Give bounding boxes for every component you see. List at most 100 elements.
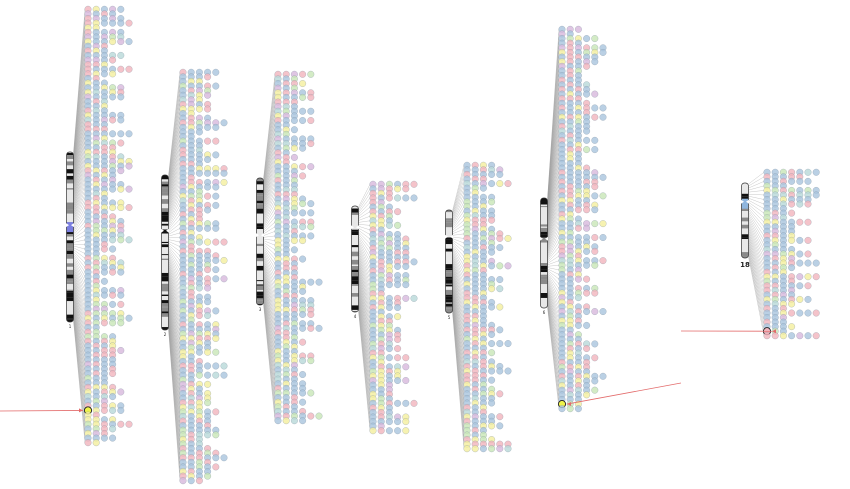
- annotation-dot: [307, 278, 315, 286]
- annotation-dot: [488, 303, 496, 311]
- connector-line: [168, 305, 181, 417]
- annotation-dot: [117, 185, 125, 193]
- annotation-dot: [290, 126, 298, 134]
- connector-line: [73, 270, 86, 314]
- annotation-dot: [788, 200, 796, 208]
- annotation-dot: [788, 264, 796, 272]
- annotation-dot: [591, 247, 599, 255]
- connector-line: [547, 298, 560, 377]
- annotation-dot: [204, 156, 212, 163]
- annotation-dot: [290, 209, 298, 217]
- annotation-dot: [591, 340, 599, 348]
- connector-line: [263, 231, 276, 236]
- connector-line: [168, 86, 181, 182]
- connector-line: [263, 290, 276, 384]
- highlight-arrows: [0, 329, 776, 413]
- connector-line: [73, 147, 86, 207]
- annotation-dot: [204, 183, 212, 191]
- annotation-dot: [488, 422, 496, 430]
- connector-line: [73, 281, 86, 342]
- annotation-dot: [299, 357, 307, 365]
- connector-line: [547, 112, 560, 223]
- annotation-dot: [583, 206, 591, 214]
- annotation-dot: [117, 420, 125, 428]
- annotation-dot: [125, 204, 133, 211]
- annotation-dot: [471, 445, 479, 453]
- annotation-dot: [496, 390, 504, 398]
- annotation-dot: [504, 262, 512, 270]
- annotation-dot: [591, 261, 599, 269]
- connector-line: [452, 246, 465, 266]
- connector-line: [358, 311, 371, 431]
- connector-line: [452, 240, 465, 248]
- connector-line: [358, 229, 371, 240]
- annotation-dot: [290, 246, 298, 254]
- annotation-dot: [290, 154, 298, 161]
- annotation-dot: [109, 70, 117, 78]
- annotation-dot: [307, 140, 315, 148]
- connector-line: [263, 198, 276, 225]
- connector-line: [263, 129, 276, 199]
- connector-line: [168, 118, 181, 194]
- annotation-dot: [402, 185, 410, 193]
- connector-line: [168, 241, 181, 247]
- annotation-dot: [402, 418, 410, 426]
- annotation-dot: [299, 255, 307, 263]
- annotation-dot: [488, 445, 496, 453]
- connector-line: [73, 287, 86, 356]
- connector-line: [263, 134, 276, 201]
- annotation-dot: [488, 262, 496, 270]
- connector-line: [358, 272, 371, 340]
- connector-line: [263, 125, 276, 198]
- annotation-dot: [377, 427, 385, 435]
- centromere-highlight: [741, 198, 749, 209]
- connector-line: [452, 224, 465, 233]
- connector-line: [263, 269, 276, 324]
- annotation-dot: [796, 218, 804, 226]
- connector-line: [73, 258, 86, 282]
- connector-line: [263, 162, 276, 211]
- annotation-dot: [109, 425, 117, 433]
- connector-line: [358, 184, 371, 208]
- annotation-dot: [488, 376, 496, 384]
- connector-line: [263, 274, 276, 338]
- annotation-dot: [299, 172, 307, 180]
- annotation-dot: [100, 70, 108, 78]
- chromosome-outline: [540, 197, 548, 309]
- highlight-arrow: [0, 410, 84, 412]
- annotation-dot: [204, 224, 212, 232]
- connector-line: [73, 138, 86, 204]
- connector-line: [263, 166, 276, 213]
- connector-line: [452, 233, 465, 236]
- connector-line: [358, 295, 371, 395]
- annotation-dot: [290, 117, 298, 124]
- annotation-dot: [796, 259, 804, 267]
- annotation-dot: [117, 51, 125, 59]
- connector-line: [358, 249, 371, 285]
- connector-line: [73, 297, 86, 383]
- connector-line: [358, 270, 371, 335]
- connector-line: [73, 292, 86, 369]
- annotation-dot: [204, 380, 212, 388]
- annotation-dot: [496, 413, 504, 421]
- connector-line: [73, 239, 86, 243]
- annotation-dot: [488, 248, 496, 256]
- connector-line: [73, 230, 86, 239]
- connector-line: [452, 289, 465, 385]
- annotation-dot: [195, 371, 203, 379]
- annotation-dot: [394, 377, 402, 384]
- connector-line: [73, 301, 86, 393]
- annotation-dot: [796, 273, 804, 281]
- connector-line: [547, 292, 560, 358]
- connector-line: [748, 246, 765, 314]
- connector-line: [168, 127, 181, 197]
- annotation-dot: [369, 427, 377, 435]
- annotation-dot: [599, 308, 607, 315]
- annotation-dot: [394, 399, 402, 407]
- annotation-dot: [385, 418, 393, 426]
- connector-line: [73, 55, 86, 171]
- connector-line: [263, 292, 276, 389]
- annotation-dot: [220, 454, 228, 462]
- connector-line: [168, 308, 181, 426]
- annotation-dot: [212, 348, 220, 356]
